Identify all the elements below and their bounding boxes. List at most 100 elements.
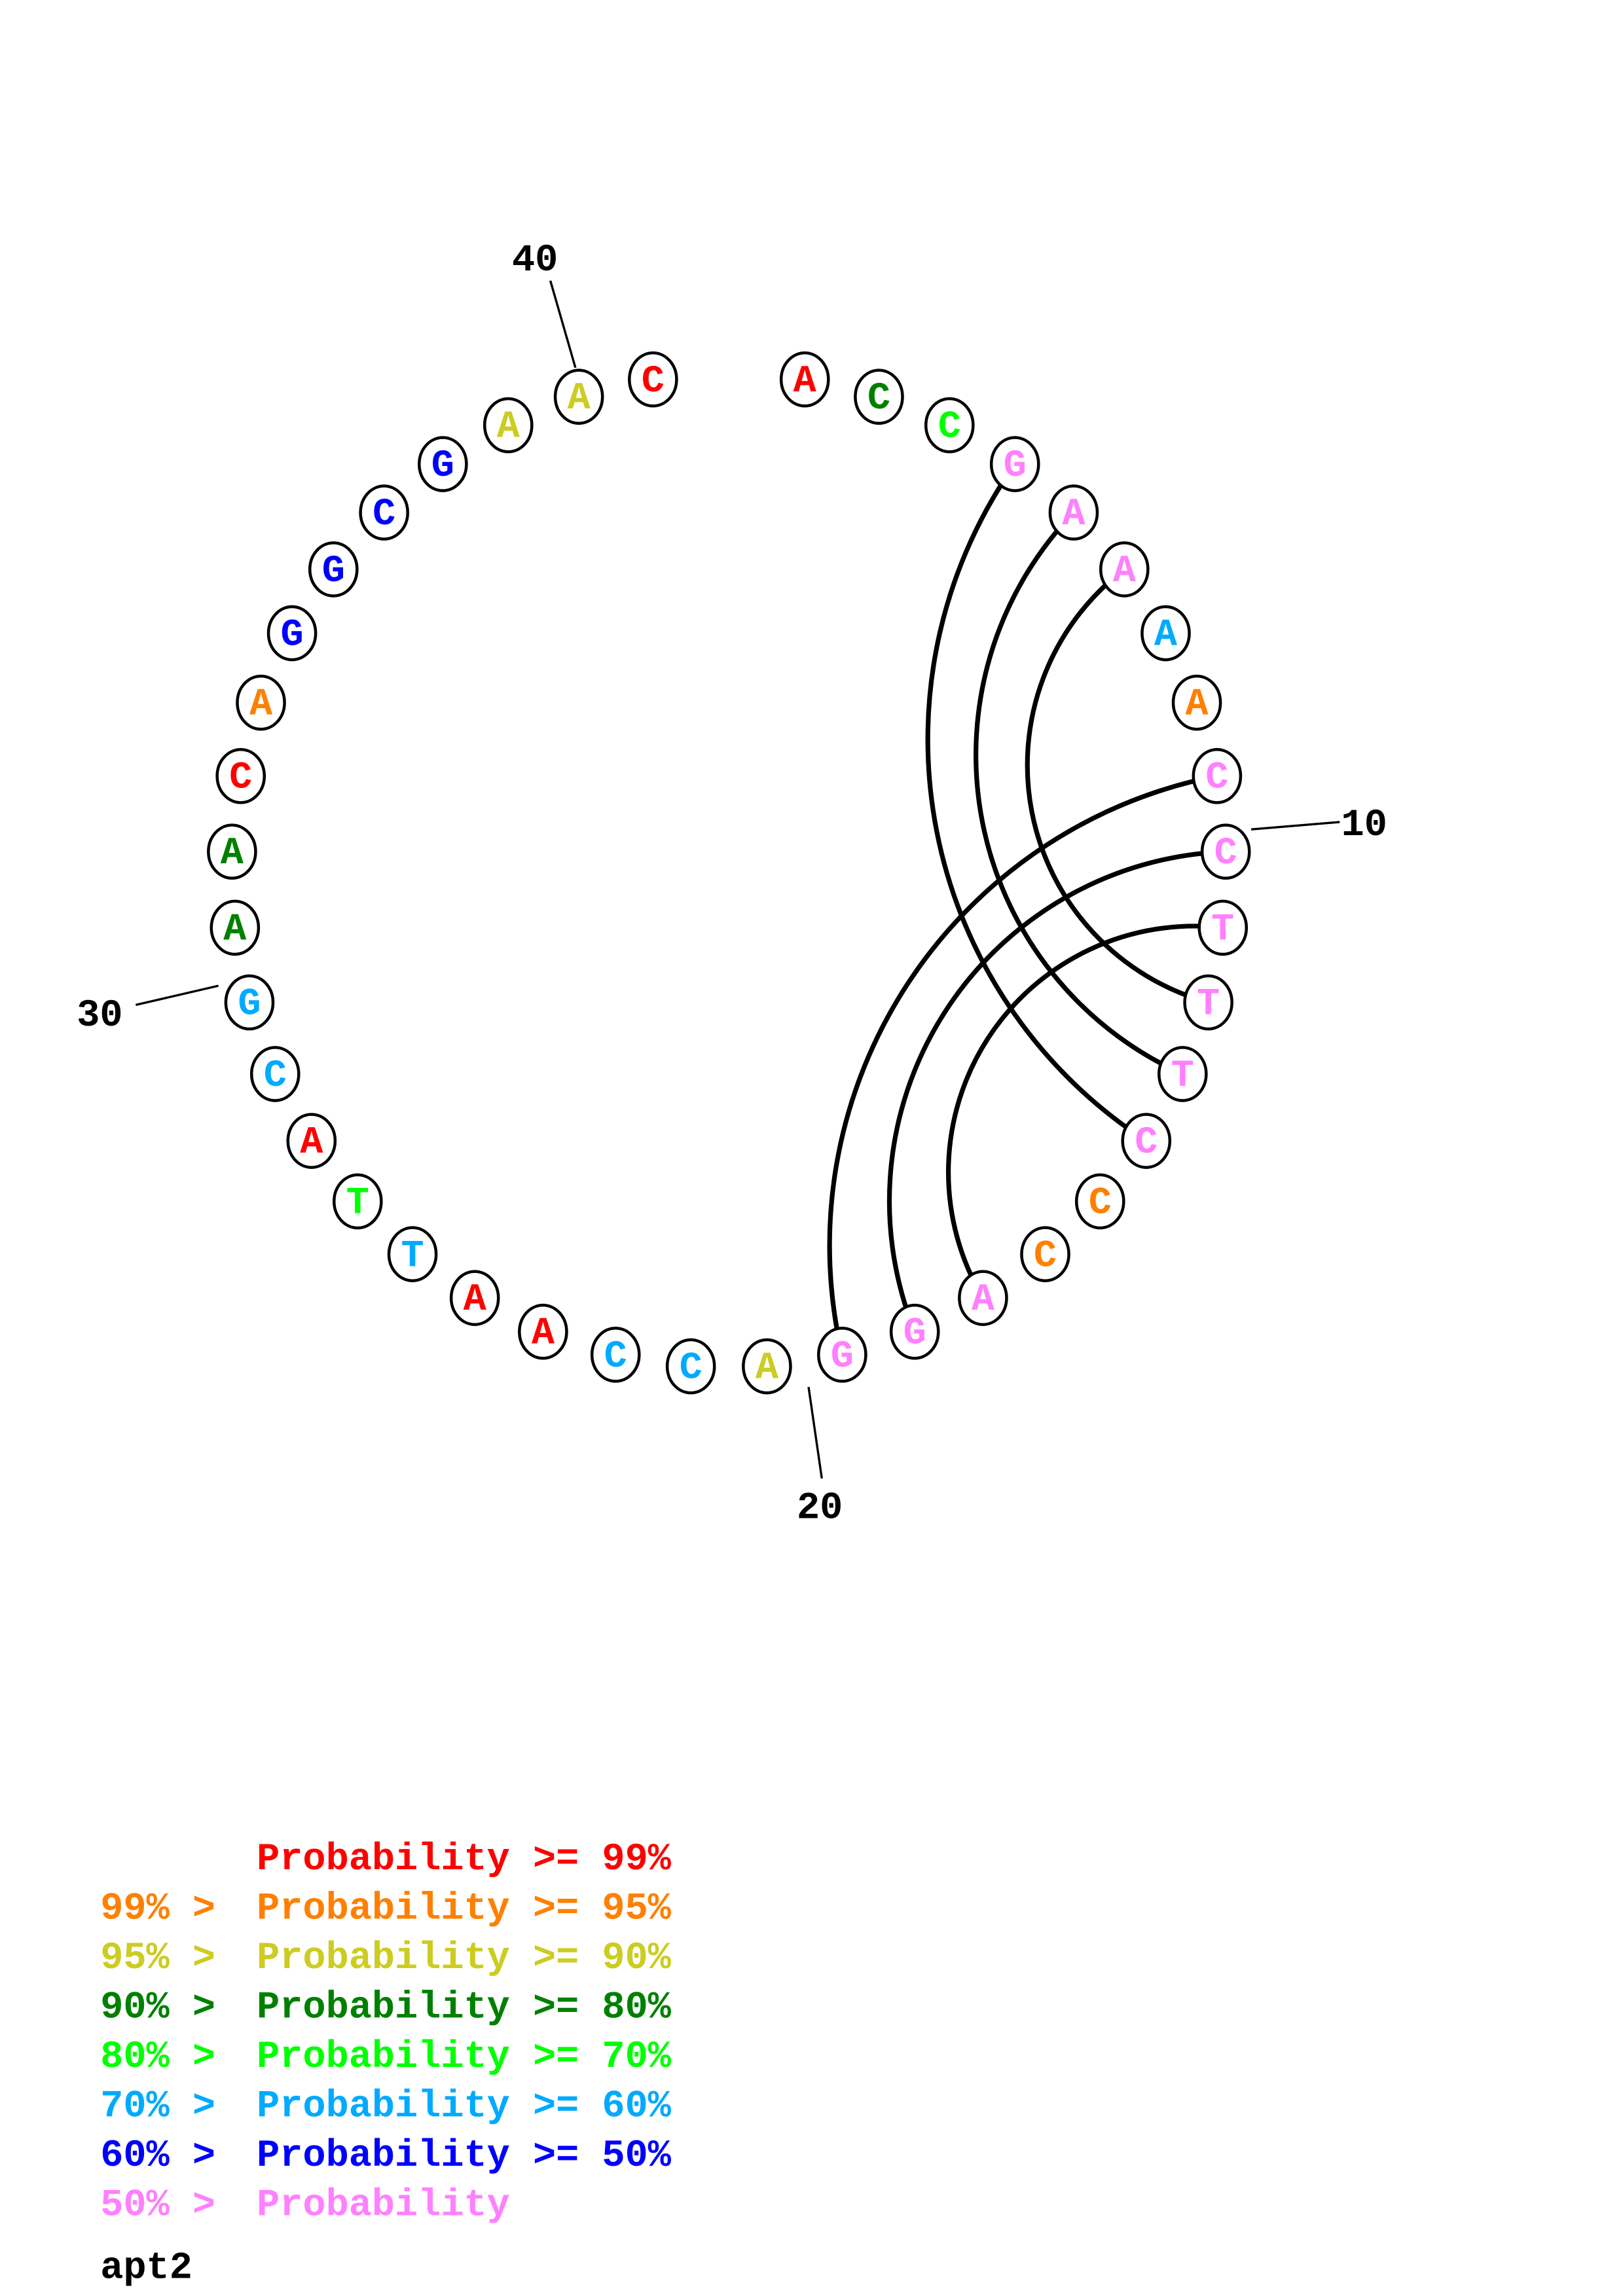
nucleotide-circle [210, 899, 261, 956]
base-pair-arcs [827, 463, 1226, 1355]
nucleotide-circle [286, 1113, 337, 1169]
nucleotide-1: A [779, 351, 830, 408]
nucleotide-base: A [1154, 613, 1178, 657]
nucleotide-circle [590, 1326, 641, 1383]
nucleotide-circle [854, 368, 904, 425]
nucleotide-base: A [1185, 683, 1209, 726]
nucleotide-21: C [665, 1338, 716, 1395]
nucleotide-18: G [889, 1303, 940, 1360]
nucleotide-27: A [286, 1113, 337, 1169]
nucleotide-base: A [300, 1121, 323, 1164]
legend-prefix: 95% > [100, 1936, 238, 1980]
nucleotide-base: C [867, 376, 890, 420]
nucleotide-circle [742, 1338, 792, 1395]
nucleotide-14: C [1121, 1113, 1172, 1169]
nucleotide-39: A [553, 368, 604, 425]
nucleotide-circle [266, 605, 318, 662]
position-label-20: 20 [797, 1486, 843, 1530]
nucleotide-31: A [207, 823, 257, 880]
nucleotide-circle [332, 1173, 383, 1230]
nucleotide-base: T [346, 1181, 369, 1225]
nucleotide-base: C [680, 1346, 702, 1390]
nucleotide-circle [817, 1326, 867, 1383]
legend-text: Probability >= 50% [257, 2134, 672, 2178]
legend-prefix [100, 1837, 192, 1881]
nucleotide-circle [359, 484, 409, 541]
nucleotide-17: A [958, 1270, 1008, 1326]
nucleotide-circle [1171, 674, 1222, 731]
nucleotide-circle [418, 436, 468, 492]
position-label-30: 30 [77, 994, 122, 1037]
legend-text: Probability >= 80% [257, 1986, 672, 2030]
nucleotide-9: C [1192, 747, 1243, 804]
legend-prefix: 80% > [100, 2035, 238, 2079]
nucleotide-base: G [1004, 444, 1027, 488]
structure-title: apt2 [100, 2246, 192, 2289]
legend-entry-p95: 99% > Probability >= 95% [100, 1887, 671, 1931]
nucleotide-circle [483, 397, 534, 454]
nucleotide-base: C [938, 405, 961, 449]
nucleotide-circle [1200, 823, 1251, 880]
nucleotide-circle [224, 974, 275, 1031]
tick-line-30 [135, 984, 219, 1007]
nucleotide-circle [215, 747, 266, 804]
nucleotide-base: A [249, 683, 273, 726]
legend-prefix: 70% > [100, 2085, 238, 2128]
base-pair-arc-9-19 [827, 774, 1218, 1355]
nucleotide-base: C [1135, 1121, 1158, 1164]
legend-entry-p80: 90% > Probability >= 80% [100, 1986, 671, 2030]
nucleotide-circle [236, 674, 286, 731]
nucleotide-circle [1074, 1173, 1125, 1230]
nucleotide-base: T [1171, 1054, 1194, 1098]
nucleotide-5: A [1048, 484, 1099, 541]
nucleotide-6: A [1099, 541, 1150, 598]
nucleotide-circle [889, 1303, 940, 1360]
nucleotide-base: C [373, 492, 395, 536]
nucleotide-25: T [387, 1226, 438, 1283]
nucleotide-33: A [236, 674, 286, 731]
nucleotide-base: G [431, 444, 454, 488]
legend-prefix: 50% > [100, 2183, 238, 2227]
nucleotide-30: A [210, 899, 261, 956]
base-pair-arc-11-17 [946, 924, 1224, 1299]
nucleotide-16: C [1020, 1226, 1070, 1283]
legend-entry-p70: 80% > Probability >= 70% [100, 2035, 671, 2079]
legend-entry-plow: 50% > Probability [100, 2183, 510, 2227]
nucleotide-base: A [532, 1312, 555, 1355]
nucleotide-38: A [483, 397, 534, 454]
legend-entry-p50: 60% > Probability >= 50% [100, 2134, 671, 2178]
nucleotide-base: A [972, 1278, 995, 1321]
tick-line-20 [807, 1386, 823, 1479]
legend-text: Probability >= 95% [257, 1887, 672, 1931]
nucleotide-circle [518, 1303, 568, 1360]
nucleotide-circle [628, 351, 678, 408]
nucleotide-10: C [1200, 823, 1251, 880]
nucleotide-base: C [1089, 1181, 1112, 1225]
nucleotide-base: A [223, 907, 247, 951]
nucleotide-circle [1197, 899, 1249, 956]
nucleotide-24: A [449, 1270, 500, 1326]
nucleotide-base: C [229, 756, 252, 800]
nucleotide-base: G [238, 982, 261, 1026]
nucleotide-base: A [464, 1278, 487, 1321]
nucleotide-circle [553, 368, 604, 425]
base-pair-arc-5-13 [974, 511, 1184, 1077]
nucleotide-base: A [221, 831, 244, 875]
position-label-40: 40 [512, 238, 558, 282]
nucleotide-circle [249, 1046, 301, 1102]
nucleotide-circle [1192, 747, 1243, 804]
legend-prefix: 90% > [100, 1986, 238, 2030]
nucleotide-28: C [249, 1046, 301, 1102]
legend-text: Probability >= 90% [257, 1936, 672, 1980]
nucleotide-35: G [308, 541, 359, 598]
nucleotide-base: G [903, 1312, 926, 1355]
base-pair-arc-6-12 [1025, 567, 1209, 1005]
nucleotide-circle [387, 1226, 438, 1283]
nucleotide-circle [1140, 605, 1191, 662]
legend-text: Probability >= 70% [257, 2035, 672, 2079]
nucleotide-13: T [1158, 1046, 1208, 1102]
nucleotide-base: C [1214, 831, 1237, 875]
legend-prefix: 99% > [100, 1887, 238, 1931]
nucleotide-circle [1048, 484, 1099, 541]
